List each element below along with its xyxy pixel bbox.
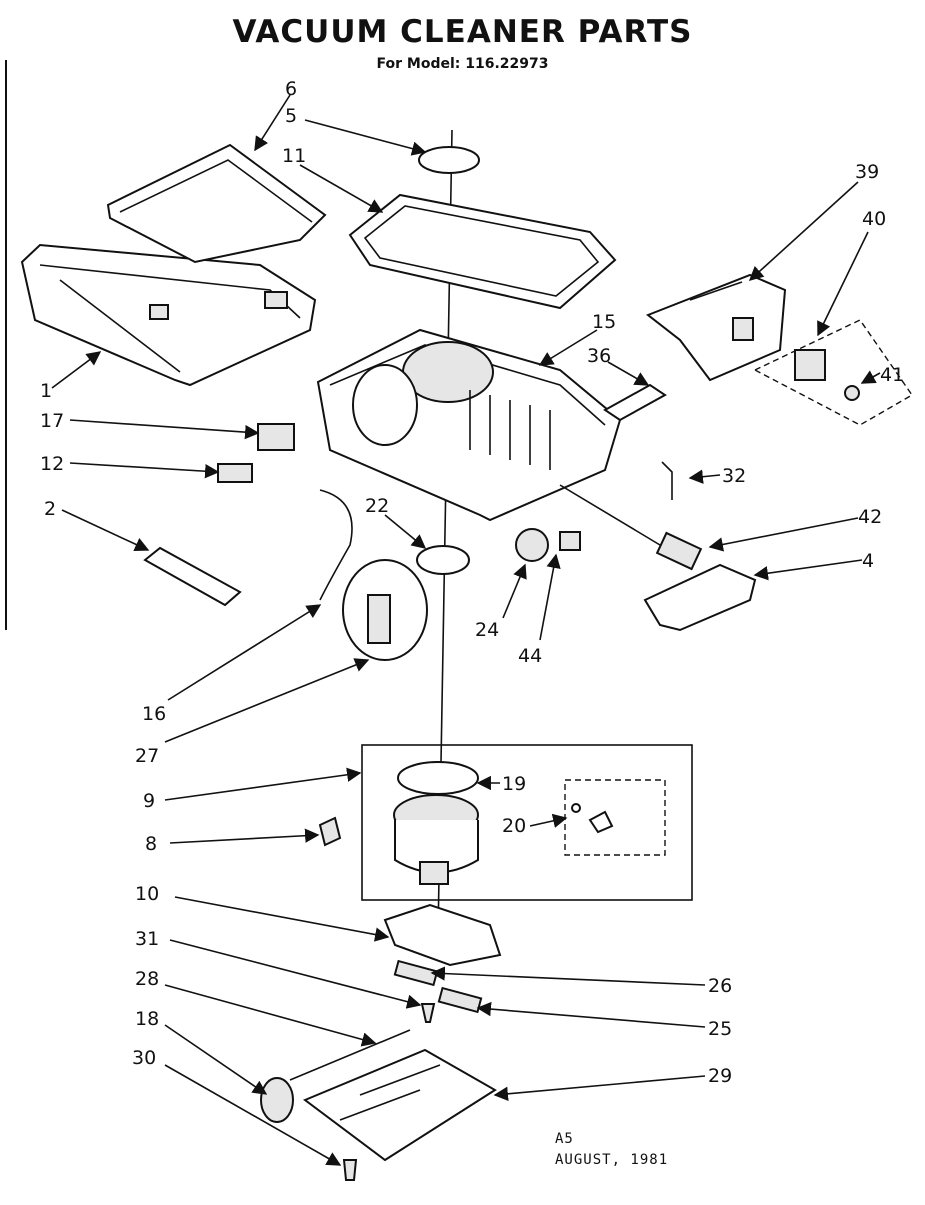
wheel-drawing bbox=[260, 1077, 294, 1123]
callout-4: 4 bbox=[862, 550, 874, 572]
callout-41: 41 bbox=[880, 364, 904, 386]
bracket-drawing bbox=[143, 546, 242, 607]
callout-12: 12 bbox=[40, 453, 64, 475]
callout-44: 44 bbox=[518, 645, 542, 667]
diagram-title: VACUUM CLEANER PARTS bbox=[232, 14, 693, 50]
callout-2: 2 bbox=[44, 498, 56, 520]
callout-32: 32 bbox=[722, 465, 746, 487]
callout-26: 26 bbox=[708, 975, 732, 997]
screw-drawing bbox=[661, 461, 673, 500]
cord-end-drawing bbox=[655, 531, 703, 571]
switch-drawing bbox=[794, 349, 826, 381]
callout-17: 17 bbox=[40, 410, 64, 432]
callout-18: 18 bbox=[135, 1008, 159, 1030]
spacer-drawing bbox=[393, 959, 439, 987]
motor-drawing bbox=[393, 794, 479, 885]
callout-22: 22 bbox=[365, 495, 389, 517]
nut-drawing bbox=[844, 385, 860, 401]
gasket-frame-drawing bbox=[348, 193, 617, 310]
callout-numbers: 6 5 11 39 40 15 36 41 1 17 12 32 2 22 42… bbox=[40, 78, 904, 1087]
power-cord-line bbox=[559, 484, 661, 546]
clip-drawing bbox=[217, 463, 253, 483]
brush-drawing bbox=[588, 810, 614, 834]
base-plate-drawing bbox=[303, 1048, 497, 1162]
callout-6: 6 bbox=[285, 78, 297, 100]
callout-24: 24 bbox=[475, 619, 499, 641]
motor-cap-drawing bbox=[397, 761, 479, 795]
callout-31: 31 bbox=[135, 928, 159, 950]
callout-27: 27 bbox=[135, 745, 159, 767]
callout-25: 25 bbox=[708, 1018, 732, 1040]
lid-assembly-drawing bbox=[20, 143, 327, 387]
callout-40: 40 bbox=[862, 208, 886, 230]
base-screw-drawing bbox=[342, 1159, 358, 1181]
callout-1: 1 bbox=[40, 380, 52, 402]
motor-kit-box bbox=[361, 744, 693, 901]
footer-code: A5 bbox=[555, 1131, 574, 1147]
footer-date: AUGUST, 1981 bbox=[555, 1152, 669, 1168]
callout-19: 19 bbox=[502, 773, 526, 795]
latch-drawing bbox=[257, 423, 295, 451]
handle-drawing bbox=[643, 563, 757, 632]
bushing-drawing bbox=[515, 528, 549, 562]
callout-10: 10 bbox=[135, 883, 159, 905]
callout-11: 11 bbox=[282, 145, 306, 167]
cord-plug-drawing bbox=[603, 383, 667, 422]
callout-5: 5 bbox=[285, 105, 297, 127]
main-housing-drawing bbox=[316, 328, 622, 522]
mount-screw-drawing bbox=[420, 1003, 436, 1023]
leader-lines bbox=[51, 94, 881, 1166]
pad-drawing bbox=[437, 986, 483, 1014]
callout-39: 39 bbox=[855, 161, 879, 183]
model-subtitle: For Model: 116.22973 bbox=[376, 56, 549, 72]
callout-20: 20 bbox=[502, 815, 526, 837]
callout-16: 16 bbox=[142, 703, 166, 725]
brush-spring-drawing bbox=[571, 803, 581, 813]
callout-9: 9 bbox=[143, 790, 155, 812]
callout-15: 15 bbox=[592, 311, 616, 333]
cord-reel-drawing bbox=[319, 489, 428, 661]
clamp-drawing bbox=[559, 531, 581, 551]
callout-28: 28 bbox=[135, 968, 159, 990]
front-panel-drawing bbox=[646, 273, 787, 382]
fitting-drawing bbox=[318, 816, 342, 847]
callout-42: 42 bbox=[858, 506, 882, 528]
callout-30: 30 bbox=[132, 1047, 156, 1069]
filter-disc-drawing bbox=[418, 146, 480, 174]
brush-kit-box bbox=[564, 779, 666, 856]
fan-plate-drawing bbox=[383, 903, 502, 967]
callout-8: 8 bbox=[145, 833, 157, 855]
callout-29: 29 bbox=[708, 1065, 732, 1087]
base-plate-slots bbox=[339, 1064, 441, 1121]
axle-line bbox=[289, 1029, 411, 1081]
callout-36: 36 bbox=[587, 345, 611, 367]
o-ring-drawing bbox=[416, 545, 470, 575]
